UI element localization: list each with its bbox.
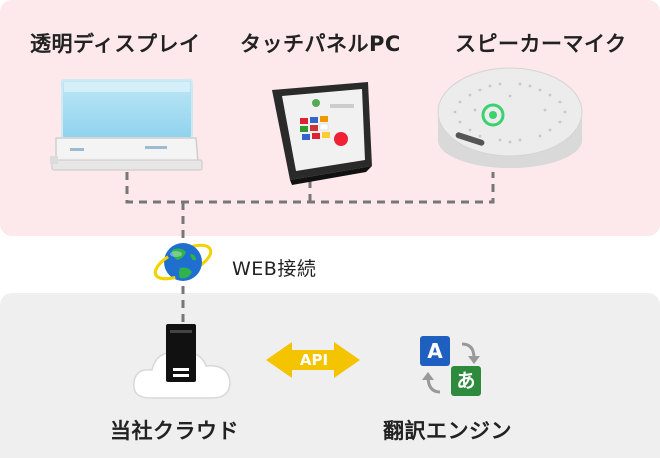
translation-engine-label: 翻訳エンジン — [383, 419, 512, 443]
backend-panel — [0, 293, 660, 458]
company-cloud-label: 当社クラウド — [110, 419, 239, 443]
translate-target-glyph: あ — [456, 370, 476, 392]
web-connection-label: WEB接続 — [232, 258, 317, 280]
api-label: API — [299, 351, 329, 369]
transparent-display-label: 透明ディスプレイ — [30, 32, 201, 56]
touch-panel-pc-label: タッチパネルPC — [240, 32, 401, 56]
translate-source-glyph: A — [427, 339, 443, 363]
speaker-microphone-label: スピーカーマイク — [455, 32, 627, 56]
